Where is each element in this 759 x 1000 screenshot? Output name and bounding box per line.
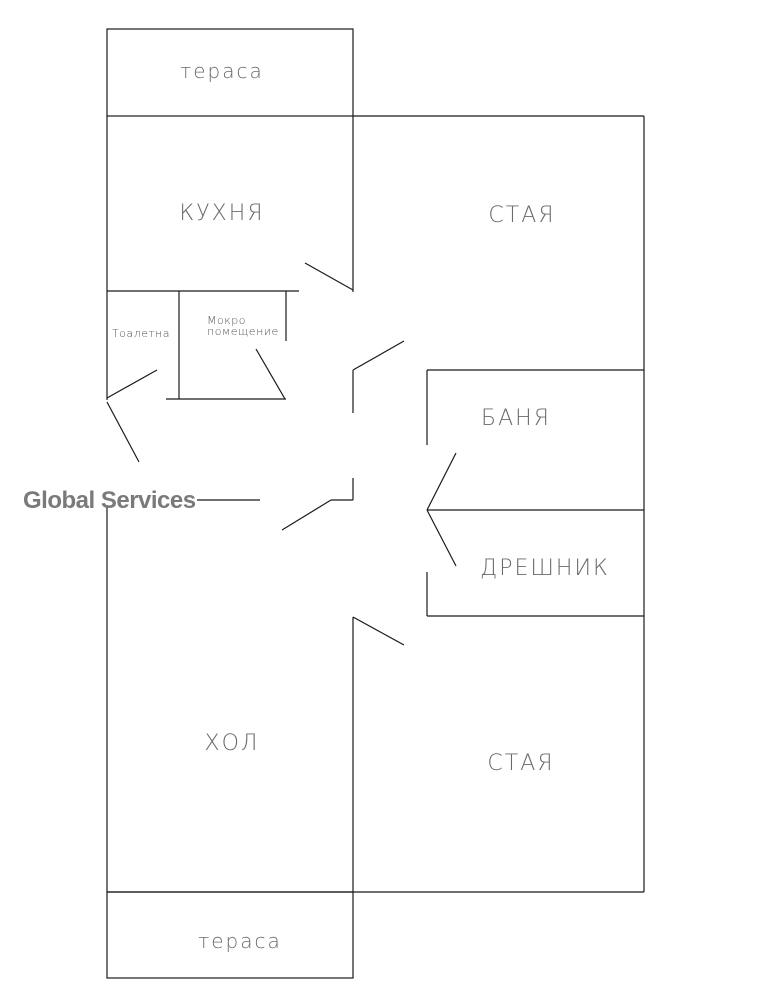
door-hall — [281, 499, 332, 531]
label-terrace-bottom: тераса — [198, 929, 281, 953]
walls — [106, 28, 645, 979]
terrace-bottom-outline — [106, 891, 354, 979]
door-toilet — [106, 369, 158, 399]
label-kitchen: КУХНЯ — [179, 201, 264, 226]
door-entrance — [106, 401, 140, 463]
terrace-top-outline — [106, 28, 354, 117]
watermark-text: Global Services — [23, 487, 196, 514]
door-room-top — [352, 340, 405, 371]
label-terrace-top: тераса — [180, 59, 263, 83]
label-wet-room-line1: Мокро — [207, 314, 246, 327]
doors — [106, 262, 457, 646]
label-bathroom: БАНЯ — [481, 406, 551, 431]
door-bathroom — [426, 452, 457, 511]
label-room-bottom: СТАЯ — [487, 751, 554, 776]
door-closet — [426, 509, 457, 567]
label-room-top: СТАЯ — [488, 203, 555, 228]
label-wet-room-line2: помещение — [207, 325, 279, 338]
door-kitchen — [304, 262, 354, 291]
room-labels: тераса КУХНЯ СТАЯ Тоалетна Мокро помещен… — [112, 59, 610, 953]
label-toilet: Тоалетна — [112, 327, 170, 340]
door-wet-room — [255, 348, 286, 400]
label-hall: ХОЛ — [205, 731, 260, 756]
label-closet: ДРЕШНИК — [480, 556, 610, 581]
door-room-bottom — [352, 616, 405, 646]
